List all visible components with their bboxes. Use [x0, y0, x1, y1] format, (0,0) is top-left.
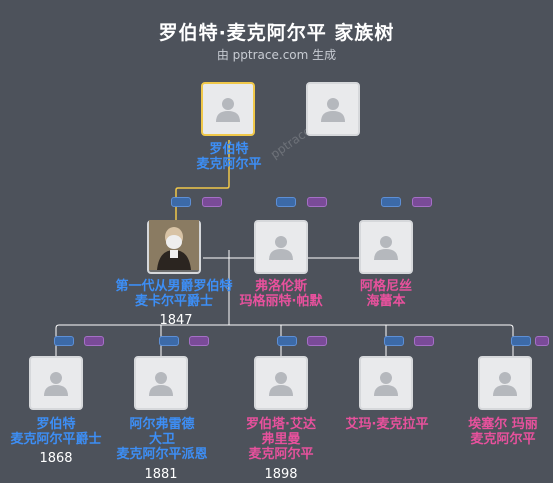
person-silhouette-icon [373, 234, 399, 260]
son-person-name: 第一代从男爵罗伯特 麦卡尔平爵士 [115, 279, 233, 309]
female-tag [535, 336, 549, 346]
son-spouse1-name: 弗洛伦斯 玛格丽特·帕默 [239, 279, 323, 309]
female-tag [202, 197, 222, 207]
person-silhouette-icon [268, 234, 294, 260]
female-tag [189, 336, 209, 346]
child2-birth-year: 1881 [144, 467, 178, 482]
male-tag [54, 336, 74, 346]
person-silhouette-icon [43, 370, 69, 396]
person-silhouette-icon [373, 370, 399, 396]
son-spouse2-name: 阿格尼丝 海蕾本 [359, 279, 412, 309]
male-tag [277, 336, 297, 346]
child5-name: 埃塞尔 玛丽 麦克阿尔平 [468, 417, 538, 447]
person-silhouette-icon [148, 370, 174, 396]
children-bar-line [55, 324, 514, 329]
female-tag [412, 197, 432, 207]
person-silhouette-icon [492, 370, 518, 396]
son-spouse2-card[interactable] [359, 220, 413, 274]
page-subtitle: 由 pptrace.com 生成 [216, 48, 337, 62]
child1-birth-year: 1868 [39, 451, 73, 466]
son-person-card[interactable] [147, 220, 201, 274]
root-spouse-card[interactable] [306, 82, 360, 136]
child3-card[interactable] [254, 356, 308, 410]
portrait-photo [149, 220, 199, 274]
female-tag [307, 336, 327, 346]
male-tag [171, 197, 191, 207]
child3-birth-year: 1898 [264, 467, 298, 482]
male-tag [159, 336, 179, 346]
female-tag [84, 336, 104, 346]
child3-name: 罗伯塔·艾达 弗里曼 麦克阿尔平 [246, 417, 316, 462]
child4-card[interactable] [359, 356, 413, 410]
male-tag [381, 197, 401, 207]
male-tag [276, 197, 296, 207]
child2-card[interactable] [134, 356, 188, 410]
child5-card[interactable] [478, 356, 532, 410]
person-silhouette-icon [320, 96, 346, 122]
child2-name: 阿尔弗雷德 大卫 麦克阿尔平派恩 [116, 417, 208, 462]
root-to-son-line [175, 140, 230, 220]
female-tag [414, 336, 434, 346]
son-birth-year: 1847 [159, 313, 193, 328]
child1-card[interactable] [29, 356, 83, 410]
son-spouse1-card[interactable] [254, 220, 308, 274]
male-tag [511, 336, 531, 346]
child1-name: 罗伯特 麦克阿尔平爵士 [10, 417, 102, 447]
female-tag [307, 197, 327, 207]
person-silhouette-icon [268, 370, 294, 396]
male-tag [384, 336, 404, 346]
person-silhouette-icon [215, 96, 241, 122]
root-person-card[interactable] [201, 82, 255, 136]
root-person-name: 罗伯特 麦克阿尔平 [196, 142, 262, 172]
child4-name: 艾玛·麦克拉平 [345, 417, 429, 432]
page-title: 罗伯特·麦克阿尔平 家族树 [158, 22, 395, 44]
